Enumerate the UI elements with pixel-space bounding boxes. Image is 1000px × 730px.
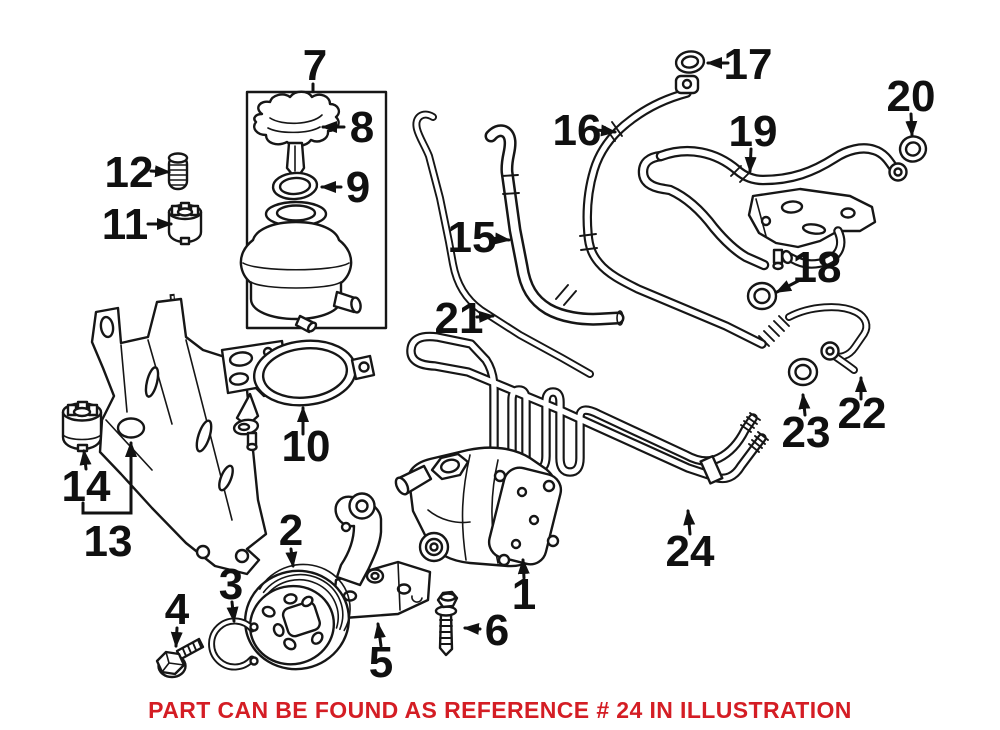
callout-22: 22 [838,389,887,438]
callout-16: 16 [553,106,602,155]
callout-21: 21 [435,294,484,343]
callout-4: 4 [165,585,190,634]
callout-9: 9 [346,163,370,212]
callout-11: 11 [102,200,149,249]
callout-18: 18 [793,243,842,292]
pump-bolt [434,590,459,657]
o-ring-23 [787,357,819,387]
callout-12: 12 [105,148,154,197]
callout-1: 1 [512,570,536,619]
return-pipe [412,110,594,378]
callout-19: 19 [729,107,778,156]
power-steering-pump [394,446,563,568]
reservoir-bracket [220,339,376,452]
callout-17: 17 [724,40,773,89]
rubber-mount-small [167,201,203,246]
callout-24: 24 [666,527,715,576]
short-pressure-pipe [785,303,871,374]
callout-labels: 1 2 3 4 5 6 7 8 9 10 11 12 13 14 15 16 1… [62,40,936,687]
pressure-hose-assembly [637,143,908,271]
callout-15: 15 [448,213,497,262]
pipe-clamp [699,454,724,485]
bleed-valve [772,248,784,271]
illustration-caption: PART CAN BE FOUND AS REFERENCE # 24 IN I… [148,697,852,723]
pump-shaft-boss [418,531,450,563]
callout-7: 7 [303,41,327,90]
callout-20: 20 [887,72,936,121]
pump-hex-fitting [430,452,470,481]
callout-10: 10 [282,422,331,471]
pulley-bolt [155,637,205,679]
pump-pulley [243,563,351,671]
callout-6: 6 [485,606,509,655]
threaded-stud [167,152,189,191]
callout-3: 3 [219,560,243,609]
callout-2: 2 [279,506,303,555]
callout-14: 14 [62,462,111,511]
callout-8: 8 [350,103,374,152]
leader-lines [79,57,918,648]
pump-inlet-port [394,464,433,496]
banjo-eye [888,162,908,182]
o-ring-17 [674,50,706,74]
callout-23: 23 [782,408,831,457]
o-ring-20 [898,135,928,163]
pump-mounting-bracket [90,293,268,576]
fluid-reservoir [239,200,362,334]
suction-hose [484,124,625,326]
cap-seal-o-ring [271,171,319,201]
callout-5: 5 [369,638,393,687]
o-ring-18 [746,281,778,311]
reservoir-kit-box [245,90,388,330]
rubber-mount-large [61,400,103,453]
banjo-fitting [674,74,700,95]
reservoir-cap [253,90,341,184]
callout-13: 13 [84,517,133,566]
